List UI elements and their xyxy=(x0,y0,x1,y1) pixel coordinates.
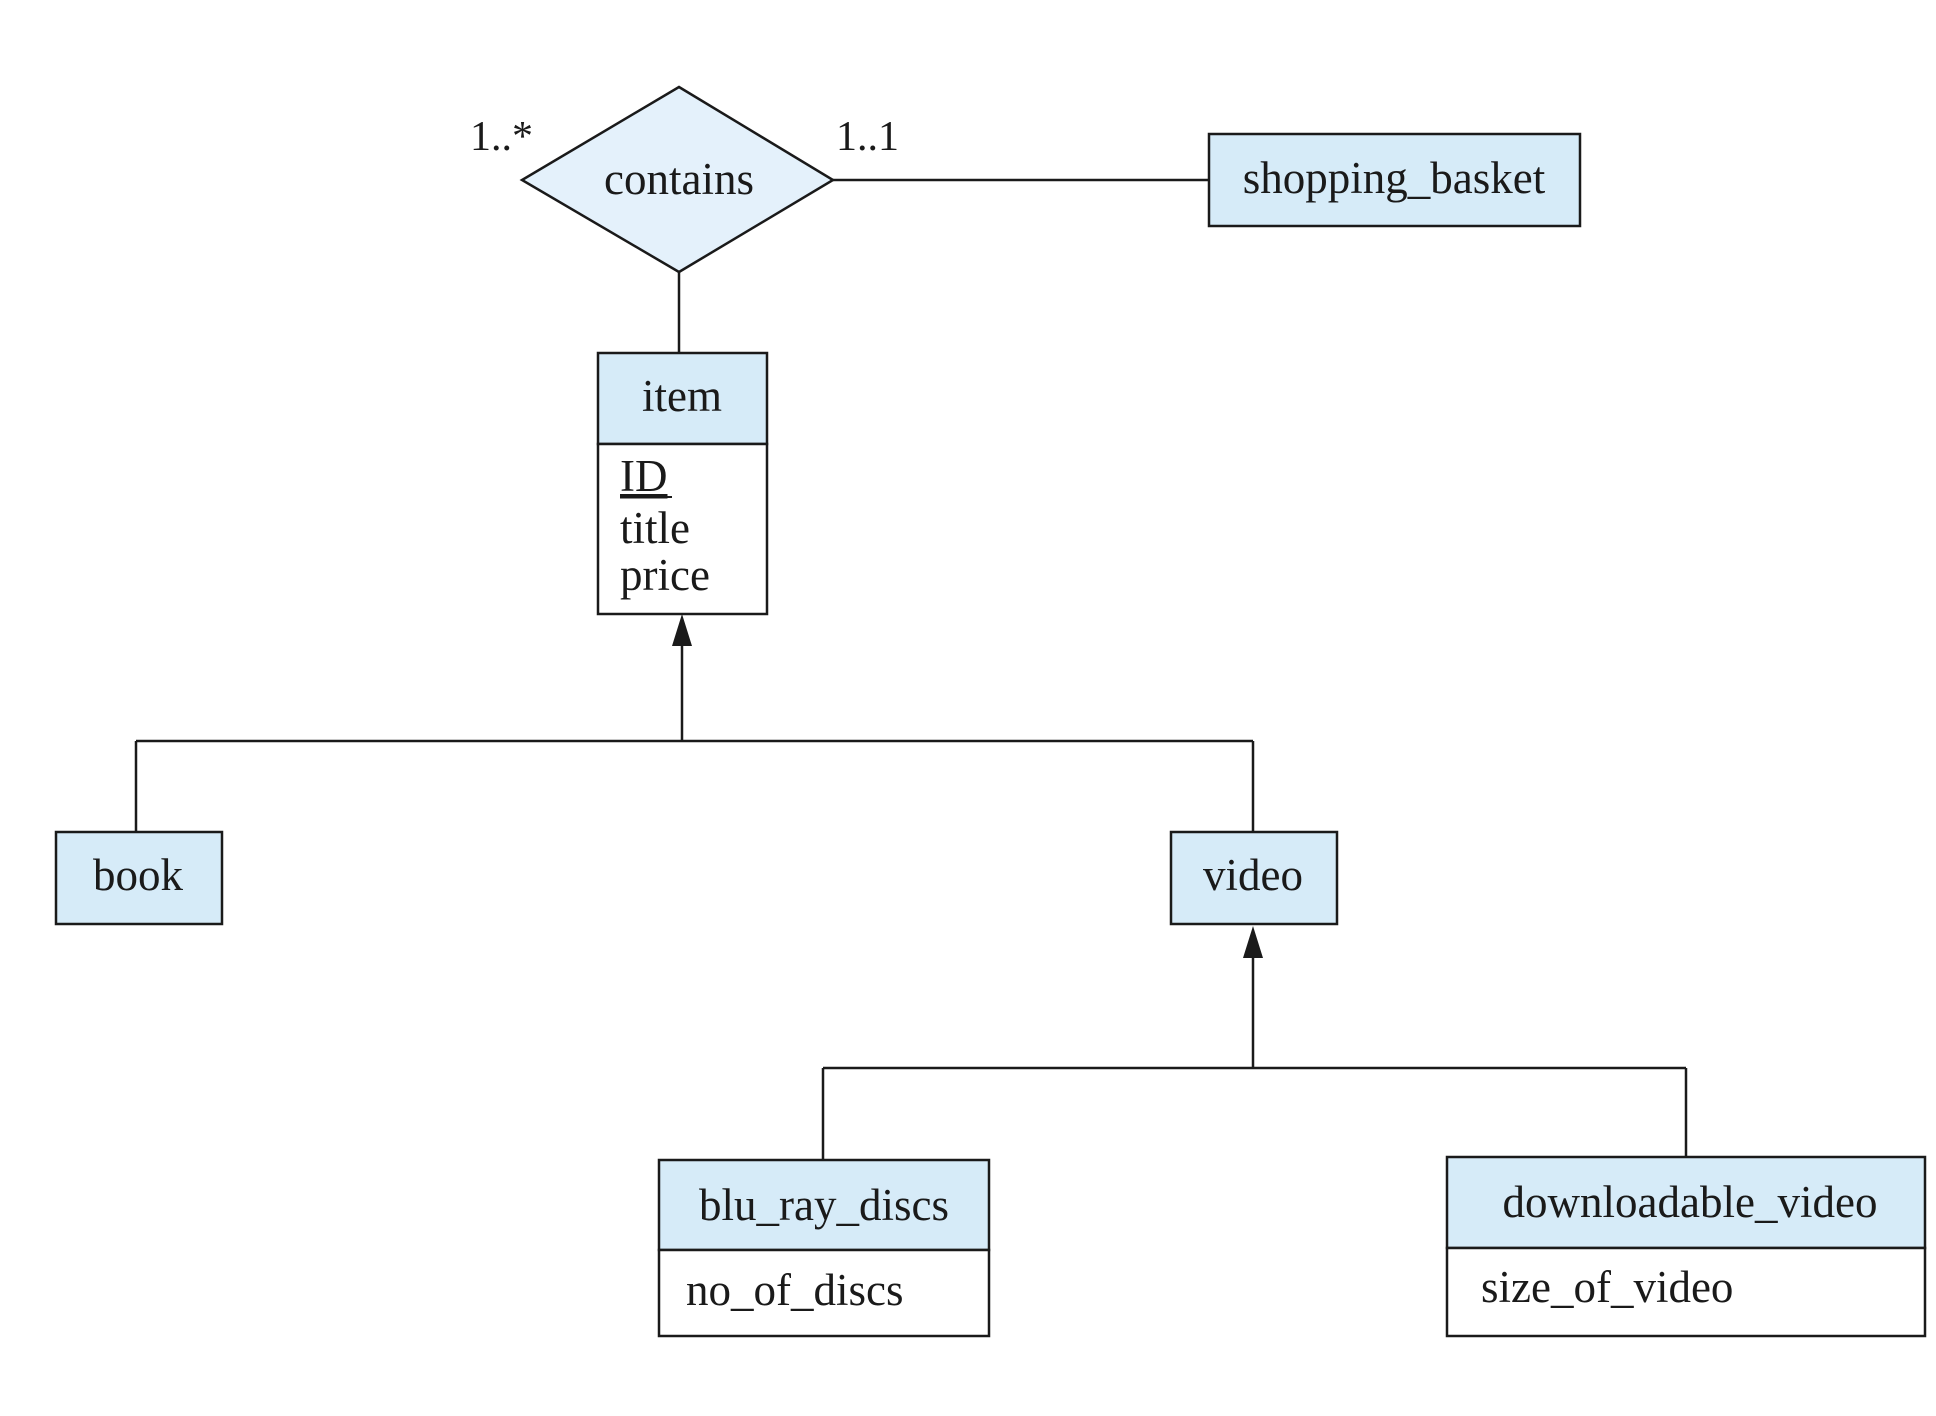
entity-blu-ray-discs: blu_ray_discs no_of_discs xyxy=(657,1158,991,1338)
entity-name: video xyxy=(1203,850,1303,900)
entity-header xyxy=(596,351,769,446)
entity-downloadable-video: downloadable_video size_of_video xyxy=(1445,1155,1927,1338)
entity-name: downloadable_video xyxy=(1503,1177,1878,1227)
entity-header xyxy=(1207,132,1582,228)
entity-attributes-box xyxy=(596,442,769,616)
entity-attributes-box xyxy=(1445,1246,1927,1338)
connectors xyxy=(134,178,1688,1160)
attribute-no-of-discs: no_of_discs xyxy=(686,1265,904,1315)
attribute-price: price xyxy=(620,550,710,600)
entity-item: item ID title price xyxy=(596,351,769,616)
attribute-title: title xyxy=(620,503,690,553)
entity-shopping-basket: shopping_basket xyxy=(1207,132,1582,228)
attribute-size-of-video: size_of_video xyxy=(1481,1262,1733,1312)
video-arrowhead xyxy=(1243,926,1263,958)
entity-header xyxy=(1445,1155,1927,1250)
item-arrowhead xyxy=(672,614,692,646)
entity-video: video xyxy=(1169,830,1339,926)
entity-name: item xyxy=(642,371,722,421)
relationship-diamond xyxy=(519,85,836,274)
entity-book: book xyxy=(54,830,224,926)
entity-name: shopping_basket xyxy=(1243,153,1546,203)
entity-header xyxy=(1169,830,1339,926)
cardinality-right: 1..1 xyxy=(836,114,899,160)
entity-attributes-box xyxy=(657,1248,991,1338)
relationship-contains: contains 1..* 1..1 xyxy=(470,85,899,274)
entity-header xyxy=(54,830,224,926)
relationship-name: contains xyxy=(604,154,754,204)
entity-name: book xyxy=(93,850,184,900)
entity-header xyxy=(657,1158,991,1252)
cardinality-left: 1..* xyxy=(470,114,533,160)
attribute-id-primary-key: ID xyxy=(620,451,667,501)
entity-name: blu_ray_discs xyxy=(699,1180,949,1230)
